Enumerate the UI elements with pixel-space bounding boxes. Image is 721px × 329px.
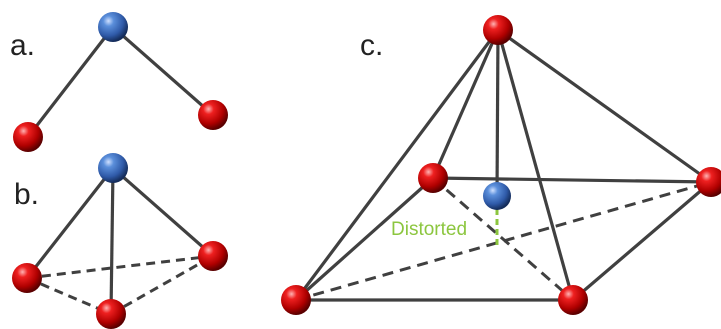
bond-c-apex-front-left	[294, 29, 500, 301]
hidden-edge-c-diagonal-b	[432, 176, 574, 302]
edge-c-left	[294, 176, 435, 302]
panel-c: c. Distorted	[281, 15, 721, 315]
metal-atom-a	[98, 12, 128, 42]
bond-b-right	[111, 166, 215, 258]
base-edge-b-back	[26, 254, 214, 280]
panel-c-label: c.	[360, 29, 383, 62]
bond-c-apex-back-left	[431, 29, 500, 179]
distorted-annotation: Distorted	[391, 219, 467, 240]
metal-atom-c	[483, 182, 511, 210]
base-edge-b-right	[110, 254, 214, 316]
bond-a-left	[26, 26, 115, 138]
panel-b-label: b.	[14, 178, 39, 211]
ligand-atom-a-right	[198, 100, 228, 130]
ligand-atom-c-back-left	[418, 163, 448, 193]
panel-a-label: a.	[10, 29, 35, 62]
bond-c-apex-back-right	[497, 28, 712, 184]
base-edge-b-left	[26, 276, 112, 316]
panel-a: a.	[10, 12, 228, 152]
ligand-atom-c-back-right	[696, 167, 721, 197]
bond-b-front	[109, 167, 115, 315]
ligand-atom-b-right	[198, 241, 228, 271]
ligand-atom-c-front-left	[281, 285, 311, 315]
ligand-atom-c-apex	[483, 15, 513, 45]
ligand-atom-b-front	[96, 299, 126, 329]
edge-c-back	[432, 176, 712, 184]
panel-b: b.	[12, 153, 228, 329]
bond-b-left	[25, 167, 115, 279]
ligand-atom-a-left	[13, 122, 43, 152]
edge-c-right	[571, 180, 713, 302]
ligand-atom-c-front-right	[558, 285, 588, 315]
metal-atom-b	[98, 153, 128, 183]
bond-a-right	[111, 25, 215, 117]
bond-c-apex-center	[495, 29, 500, 197]
bond-c-apex-front-right	[496, 29, 575, 301]
ligand-atom-b-left	[12, 263, 42, 293]
